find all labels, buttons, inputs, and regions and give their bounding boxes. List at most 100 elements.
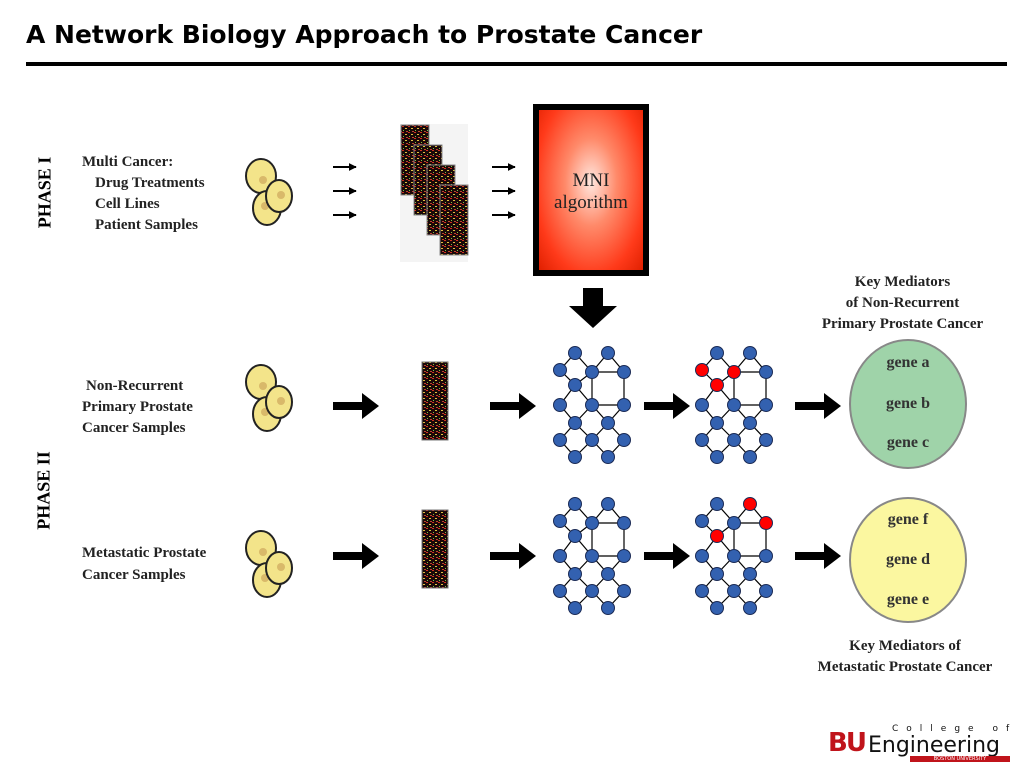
cell-cluster-icon: [245, 530, 293, 598]
network-node: [743, 346, 757, 360]
network-graph-highlighted-icon: [695, 497, 773, 615]
microarray-icon: [421, 509, 449, 589]
network-node: [695, 584, 709, 598]
small-arrows-icon: [333, 163, 516, 219]
network-node-highlighted: [710, 378, 724, 392]
gene-label: gene d: [886, 551, 930, 568]
network-node: [568, 529, 582, 543]
phase-1-item: Drug Treatments: [95, 175, 205, 191]
network-node: [601, 567, 615, 581]
phase-1-item: Patient Samples: [95, 217, 198, 233]
network-graph-highlighted-icon: [695, 346, 773, 464]
network-node: [568, 497, 582, 511]
cell-cluster-icon: [245, 364, 293, 432]
mni-algorithm-box: MNI algorithm: [533, 104, 649, 276]
gene-label: gene e: [886, 591, 930, 608]
network-node: [601, 601, 615, 615]
network-graph-icon: [553, 497, 631, 615]
result-title-line: of Non-Recurrent: [845, 295, 960, 311]
row-1-label-line: Non-Recurrent: [86, 378, 184, 394]
network-node: [553, 398, 567, 412]
network-node: [710, 416, 724, 430]
algorithm-label: MNI algorithm: [539, 170, 643, 214]
network-node-highlighted: [710, 529, 724, 543]
network-graph-icon: [553, 346, 631, 464]
network-node: [727, 433, 741, 447]
gene-set-ellipse-1: [849, 339, 967, 469]
algorithm-line: algorithm: [554, 192, 628, 213]
network-node: [759, 398, 773, 412]
network-node: [568, 346, 582, 360]
network-node: [743, 601, 757, 615]
network-node: [553, 363, 567, 377]
network-node: [759, 584, 773, 598]
network-node: [727, 584, 741, 598]
network-node: [601, 346, 615, 360]
network-node: [553, 514, 567, 528]
network-node: [585, 365, 599, 379]
row-2-label-line: Cancer Samples: [82, 567, 186, 583]
network-node: [585, 516, 599, 530]
result-title-line: Primary Prostate Cancer: [821, 316, 984, 332]
gene-label: gene f: [887, 511, 929, 528]
network-node: [601, 416, 615, 430]
network-node: [553, 549, 567, 563]
title-underline: [26, 62, 1007, 66]
network-node: [617, 398, 631, 412]
network-node: [553, 433, 567, 447]
network-node: [568, 416, 582, 430]
network-node: [759, 433, 773, 447]
network-node: [727, 549, 741, 563]
network-node: [695, 549, 709, 563]
network-node: [727, 516, 741, 530]
network-node: [710, 497, 724, 511]
result-title-line: Key Mediators: [854, 274, 951, 290]
result-title-line: Key Mediators of: [849, 638, 961, 654]
network-node: [585, 549, 599, 563]
network-node: [710, 567, 724, 581]
logo-bu: BU: [828, 728, 867, 758]
result-title-line: Metastatic Prostate Cancer: [817, 659, 993, 675]
network-node: [759, 549, 773, 563]
row-1-result-title: Key Mediators of Non-Recurrent Primary P…: [800, 272, 1005, 335]
logo-university-bar: BOSTON UNIVERSITY: [910, 756, 1010, 762]
network-node: [743, 567, 757, 581]
network-node: [617, 516, 631, 530]
network-node-highlighted: [743, 497, 757, 511]
page-title: A Network Biology Approach to Prostate C…: [26, 20, 703, 49]
network-node: [710, 601, 724, 615]
network-node: [617, 433, 631, 447]
network-node: [568, 567, 582, 581]
gene-label: gene a: [886, 354, 930, 371]
phase-1-heading: Multi Cancer:: [82, 154, 174, 170]
phase-1-item: Cell Lines: [95, 196, 160, 212]
network-node: [695, 514, 709, 528]
network-node: [553, 584, 567, 598]
gene-set-ellipse-2: [849, 497, 967, 623]
network-node-highlighted: [727, 365, 741, 379]
logo-college-of: College of: [892, 724, 1018, 734]
network-node: [617, 549, 631, 563]
row-2-result-title: Key Mediators of Metastatic Prostate Can…: [800, 636, 1010, 678]
big-arrows-icon: [333, 393, 841, 569]
network-node-highlighted: [759, 516, 773, 530]
network-node: [617, 584, 631, 598]
gene-label: gene b: [886, 395, 930, 412]
logo-engineering: Engineering: [868, 733, 1000, 758]
row-1-label-line: Cancer Samples: [82, 420, 186, 436]
cell-cluster-icon: [245, 158, 293, 226]
network-node: [568, 601, 582, 615]
row-2-label-line: Metastatic Prostate: [82, 545, 207, 561]
bu-engineering-logo: College of BU Engineering BOSTON UNIVERS…: [828, 724, 1018, 762]
network-node: [585, 433, 599, 447]
network-node-highlighted: [695, 363, 709, 377]
network-node: [585, 398, 599, 412]
network-node: [695, 433, 709, 447]
network-node: [727, 398, 741, 412]
gene-label: gene c: [886, 434, 930, 451]
row-1-label-line: Primary Prostate: [82, 399, 193, 415]
algorithm-line: MNI: [572, 170, 610, 191]
network-node: [710, 450, 724, 464]
network-node: [743, 416, 757, 430]
